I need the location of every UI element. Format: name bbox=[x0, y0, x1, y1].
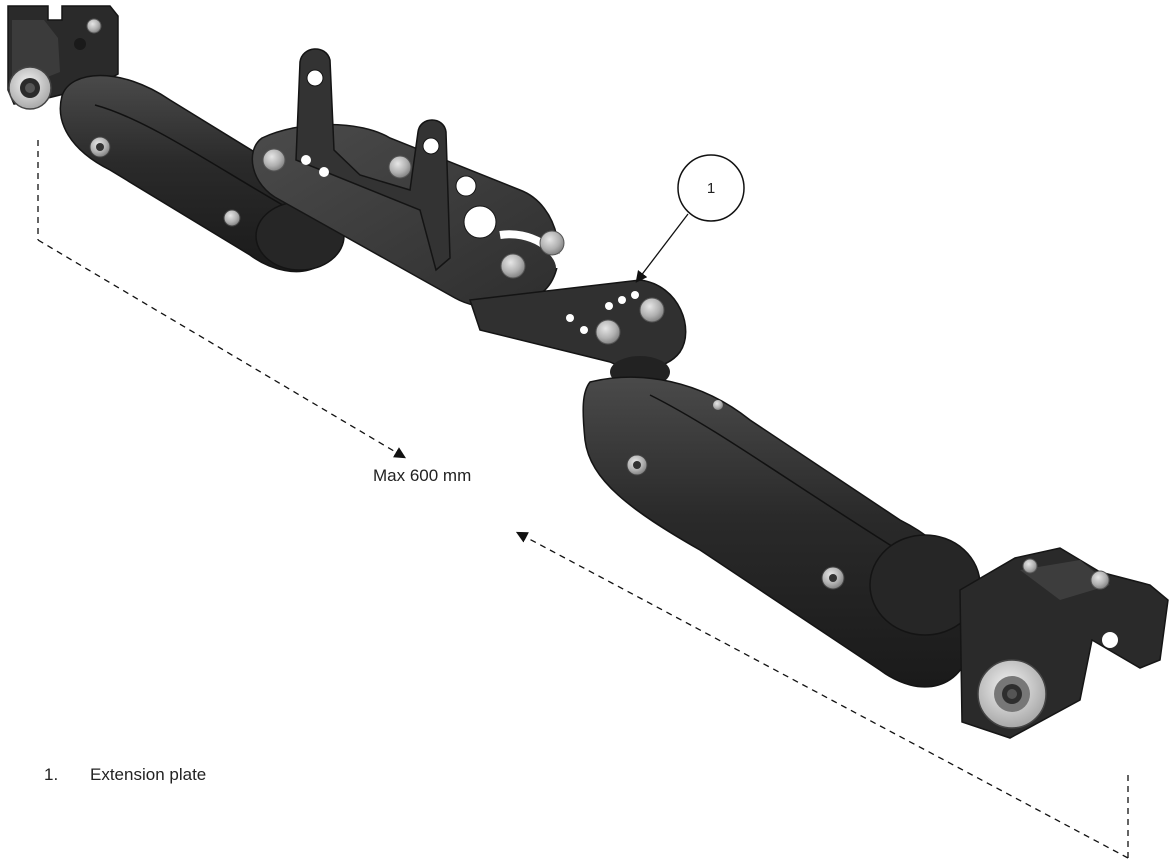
right-arm bbox=[582, 376, 981, 688]
legend: 1. Extension plate bbox=[44, 765, 206, 785]
dimension-lines bbox=[37, 140, 1129, 859]
left-dimension-arrow bbox=[37, 239, 407, 459]
callout-leader bbox=[635, 213, 689, 283]
center-mount-plate bbox=[251, 48, 565, 309]
legend-item-number: 1. bbox=[44, 765, 59, 784]
legend-item-text: Extension plate bbox=[90, 765, 207, 784]
callout-1: 1 bbox=[635, 154, 745, 283]
callout-circle bbox=[677, 154, 745, 222]
left-arm bbox=[59, 74, 345, 273]
left-clamp bbox=[7, 5, 119, 110]
right-dimension-arrow bbox=[515, 531, 1129, 859]
right-clamp bbox=[959, 547, 1169, 739]
callout-number: 1 bbox=[707, 180, 715, 197]
dimension-label: Max 600 mm bbox=[373, 466, 472, 485]
legend-item: 1. Extension plate bbox=[44, 765, 206, 785]
extension-plate bbox=[468, 279, 687, 388]
